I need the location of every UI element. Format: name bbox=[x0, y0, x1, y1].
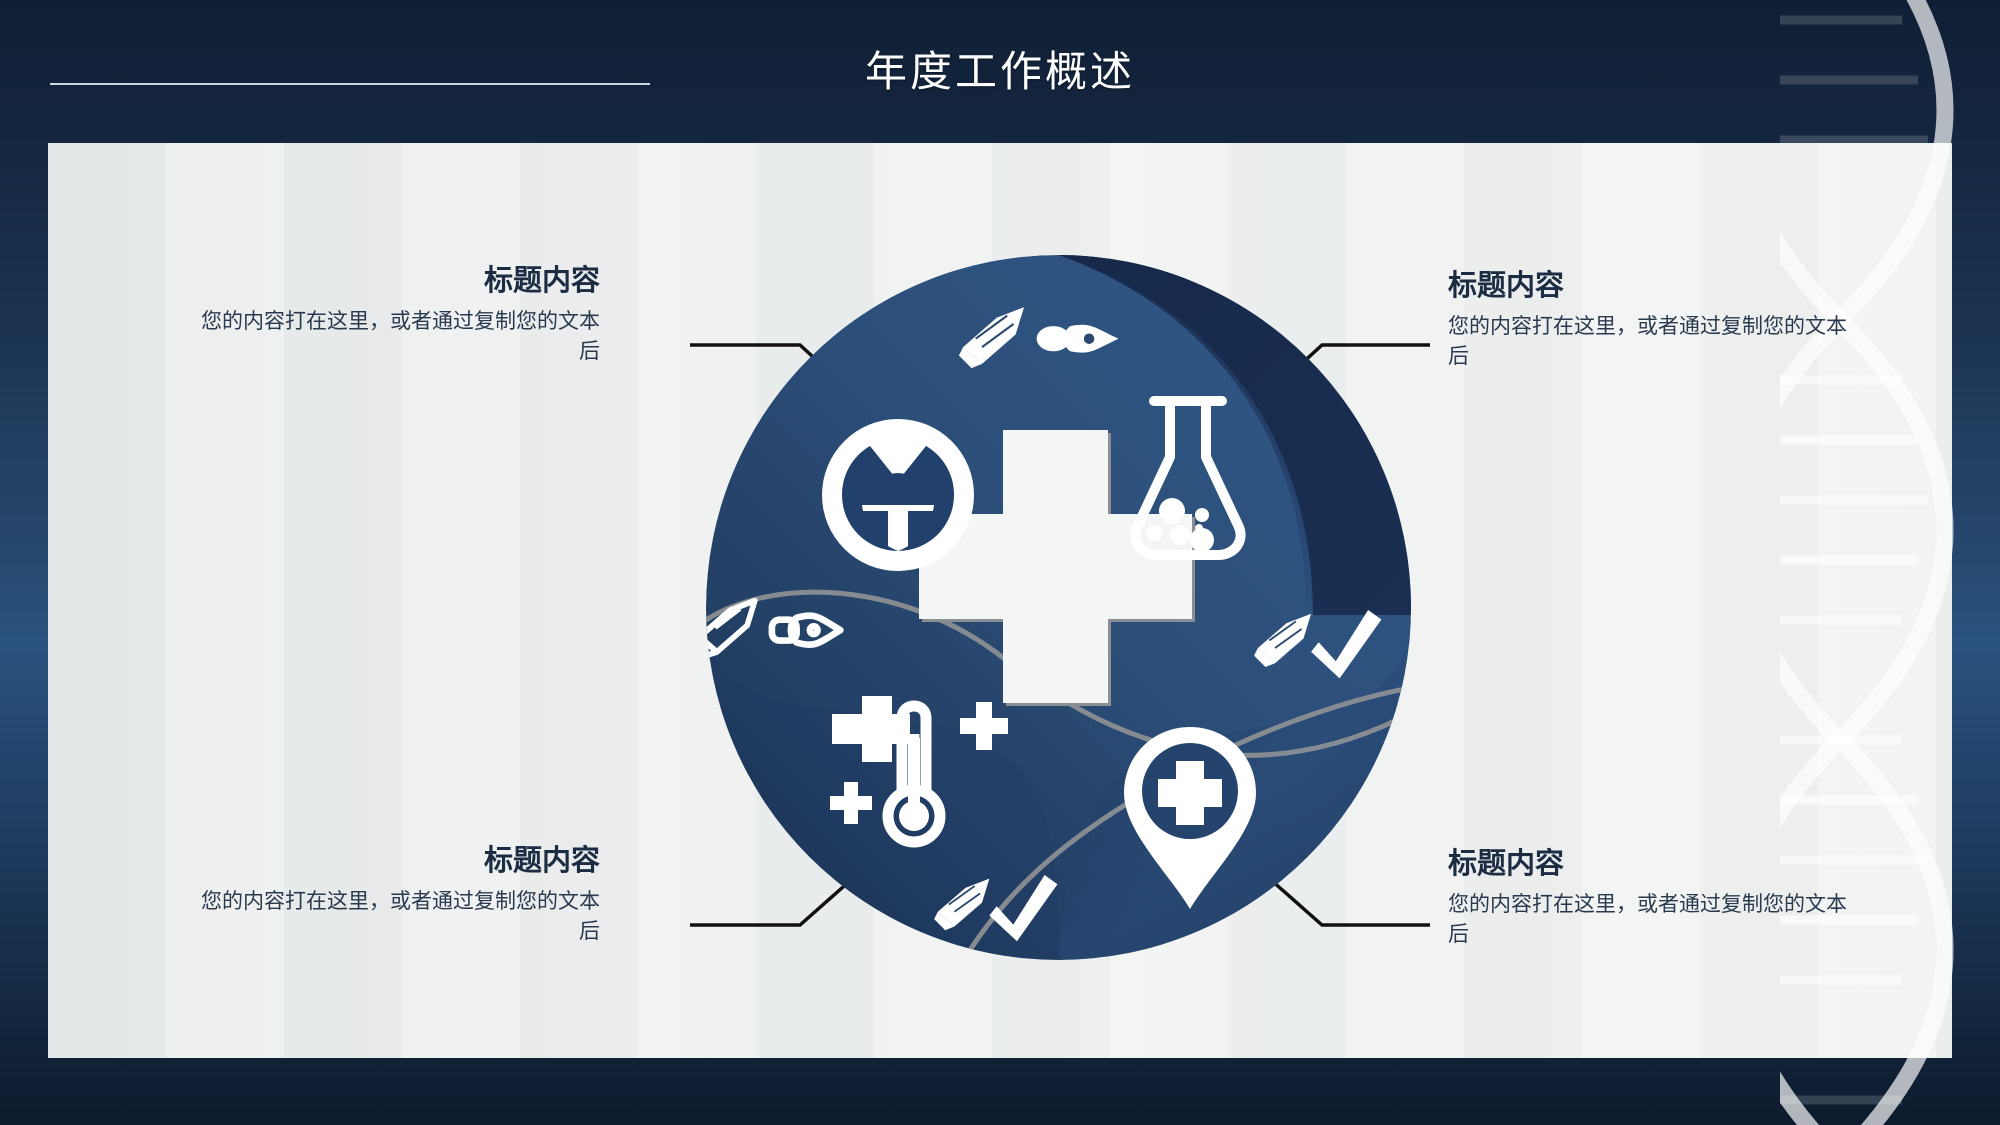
callout-body: 您的内容打在这里，或者通过复制您的文本后 bbox=[201, 310, 600, 364]
pencil-check-icon bbox=[1254, 610, 1382, 679]
pencil-check-bottom-icon bbox=[934, 875, 1058, 942]
circular-diagram bbox=[706, 255, 1411, 960]
map-pin-medical-icon bbox=[1124, 727, 1256, 909]
callout-title: 标题内容 bbox=[1448, 270, 1565, 302]
callout-title: 标题内容 bbox=[483, 845, 600, 877]
callout-body: 您的内容打在这里，或者通过复制您的文本后 bbox=[1448, 315, 1847, 369]
pencil-outline-nib-icon bbox=[706, 597, 844, 659]
callout-top-left[interactable]: 标题内容 您的内容打在这里，或者通过复制您的文本后 bbox=[185, 265, 600, 367]
title-rule bbox=[50, 83, 650, 85]
pencil-pen-nib-icon bbox=[958, 307, 1119, 369]
callout-bottom-left[interactable]: 标题内容 您的内容打在这里，或者通过复制您的文本后 bbox=[185, 845, 600, 947]
medical-cross-icon bbox=[919, 430, 1195, 706]
callout-body: 您的内容打在这里，或者通过复制您的文本后 bbox=[1448, 893, 1847, 947]
callout-bottom-right[interactable]: 标题内容 您的内容打在这里，或者通过复制您的文本后 bbox=[1448, 848, 1863, 950]
callout-title: 标题内容 bbox=[1448, 848, 1565, 880]
callout-body: 您的内容打在这里，或者通过复制您的文本后 bbox=[201, 890, 600, 944]
thermometer-icon bbox=[830, 696, 1008, 848]
page-title: 年度工作概述 bbox=[864, 48, 1135, 95]
flask-icon bbox=[1130, 396, 1246, 560]
callout-top-right[interactable]: 标题内容 您的内容打在这里，或者通过复制您的文本后 bbox=[1448, 270, 1863, 372]
radiation-icon bbox=[822, 419, 974, 571]
callout-title: 标题内容 bbox=[483, 265, 600, 297]
